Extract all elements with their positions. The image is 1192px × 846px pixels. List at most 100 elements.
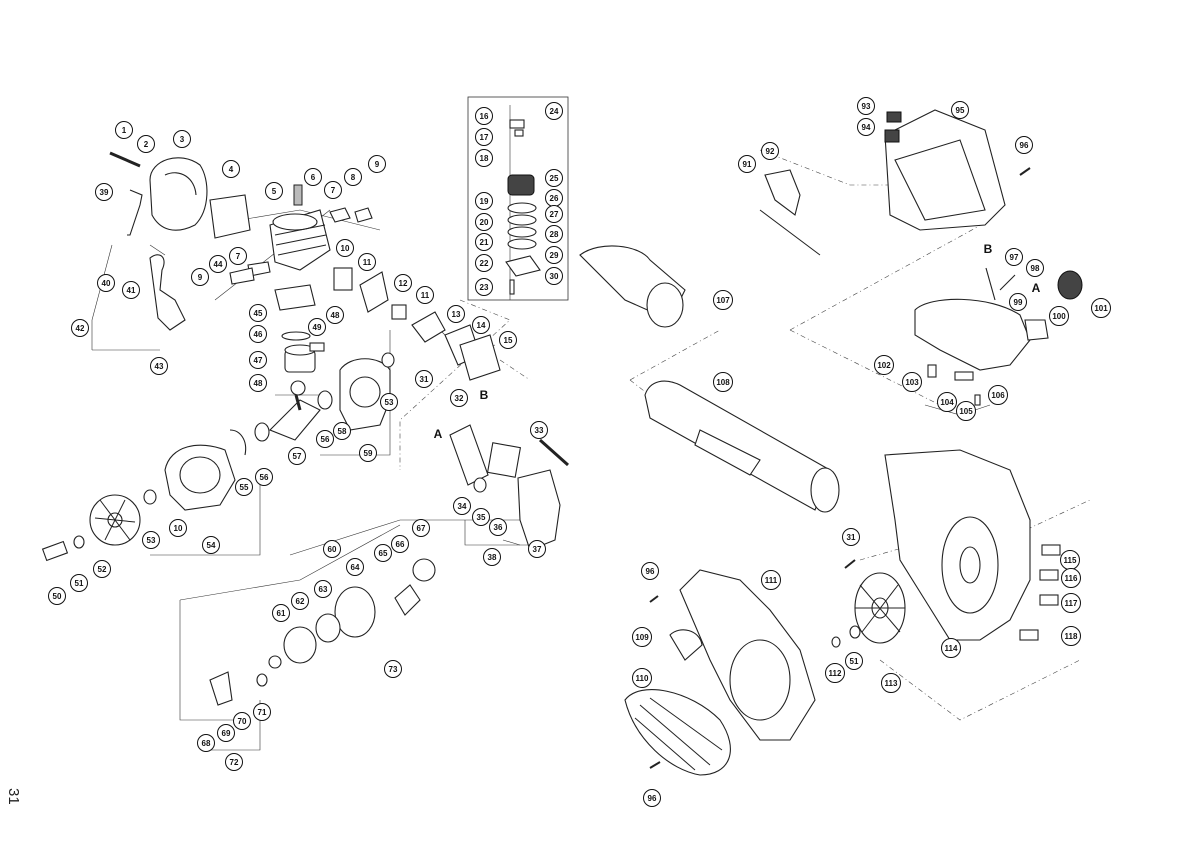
callout-label: 5 (272, 187, 277, 196)
callout-label: 98 (1031, 264, 1040, 273)
part-callout-44: 44 (209, 255, 227, 273)
part-callout-56: 56 (316, 430, 334, 448)
part-callout-71: 71 (253, 703, 271, 721)
callout-circle (137, 135, 155, 153)
callout-circle (412, 519, 430, 537)
callout-circle (233, 712, 251, 730)
part-callout-8: 8 (344, 168, 362, 186)
callout-circle (530, 421, 548, 439)
part-callout-9: 9 (368, 155, 386, 173)
callout-circle (988, 385, 1008, 405)
callout-circle (845, 652, 863, 670)
part-callout-1: 1 (115, 121, 133, 139)
callout-label: 66 (396, 540, 405, 549)
callout-label: 37 (533, 545, 542, 554)
callout-label: 23 (480, 283, 489, 292)
callout-label: 2 (144, 140, 149, 149)
part-callout-6: 6 (304, 168, 322, 186)
part-callout-113: 113 (881, 673, 901, 693)
part-callout-98: 98 (1026, 259, 1044, 277)
part-callout-111: 111 (761, 570, 781, 590)
callout-label: 95 (956, 106, 965, 115)
callout-circle (249, 351, 267, 369)
callout-circle (249, 304, 267, 322)
callout-circle (842, 528, 860, 546)
callout-label: 46 (254, 330, 263, 339)
callout-circle (1005, 248, 1023, 266)
callout-circle (344, 168, 362, 186)
part-callout-27: 27 (545, 205, 563, 223)
part-callout-26: 26 (545, 189, 563, 207)
connection-letter-a: A (1032, 281, 1041, 295)
part-callout-53: 53 (380, 393, 398, 411)
callout-circle (489, 518, 507, 536)
callout-label: 15 (504, 336, 513, 345)
callout-circle (394, 274, 412, 292)
callout-circle (857, 97, 875, 115)
callout-label: 1 (122, 126, 127, 135)
callout-label: 107 (716, 296, 730, 305)
part-callout-64: 64 (346, 558, 364, 576)
part-callout-41: 41 (122, 281, 140, 299)
callout-label: 114 (945, 644, 958, 653)
part-callout-36: 36 (489, 518, 507, 536)
callout-label: 12 (399, 279, 408, 288)
part-callout-56: 56 (255, 468, 273, 486)
part-callout-69: 69 (217, 724, 235, 742)
part-callout-67: 67 (412, 519, 430, 537)
part-callout-99: 99 (1009, 293, 1027, 311)
part-callout-70: 70 (233, 712, 251, 730)
callout-circle (316, 430, 334, 448)
callout-circle (291, 592, 309, 610)
part-callout-42: 42 (71, 319, 89, 337)
part-callout-17: 17 (475, 128, 493, 146)
part-callout-62: 62 (291, 592, 309, 610)
callout-label: 29 (550, 251, 559, 260)
callout-label: 93 (862, 102, 871, 111)
callout-circle (475, 213, 493, 231)
callout-circle (475, 192, 493, 210)
callout-label: 31 (847, 533, 856, 542)
callout-label: 109 (635, 633, 649, 642)
callout-label: 111 (765, 576, 778, 585)
callout-circle (956, 401, 976, 421)
callout-label: 100 (1052, 312, 1066, 321)
callout-label: 34 (458, 502, 467, 511)
part-callout-60: 60 (323, 540, 341, 558)
part-callout-12: 12 (394, 274, 412, 292)
callout-circle (253, 703, 271, 721)
part-callout-9: 9 (191, 268, 209, 286)
callout-circle (359, 444, 377, 462)
part-callout-11: 11 (416, 286, 434, 304)
callout-label: 13 (452, 310, 461, 319)
part-callout-31: 31 (842, 528, 860, 546)
callout-label: 22 (480, 259, 489, 268)
callout-circle (202, 536, 220, 554)
part-callout-63: 63 (314, 580, 332, 598)
part-callout-11: 11 (358, 253, 376, 271)
part-callout-61: 61 (272, 604, 290, 622)
callout-label: 4 (229, 165, 234, 174)
callout-circle (475, 278, 493, 296)
callout-label: 115 (1064, 556, 1077, 565)
part-callout-20: 20 (475, 213, 493, 231)
callout-label: 24 (550, 107, 559, 116)
part-callout-54: 54 (202, 536, 220, 554)
callout-label: 116 (1065, 574, 1078, 583)
part-callout-73: 73 (384, 660, 402, 678)
part-callout-100: 100 (1049, 306, 1069, 326)
part-callout-13: 13 (447, 305, 465, 323)
callout-label: 67 (417, 524, 426, 533)
part-callout-46: 46 (249, 325, 267, 343)
part-callout-59: 59 (359, 444, 377, 462)
callout-circle (874, 355, 894, 375)
connection-letter-b: B (984, 242, 993, 256)
callout-circle (374, 544, 392, 562)
callout-circle (761, 570, 781, 590)
part-callout-55: 55 (235, 478, 253, 496)
callout-label: 45 (254, 309, 263, 318)
part-callout-3: 3 (173, 130, 191, 148)
part-callout-5: 5 (265, 182, 283, 200)
callout-circle (738, 155, 756, 173)
part-callout-14: 14 (472, 316, 490, 334)
